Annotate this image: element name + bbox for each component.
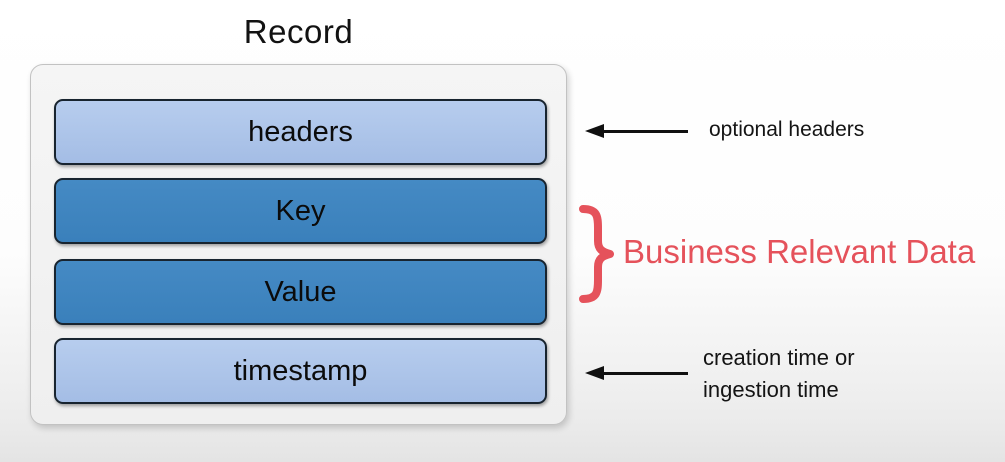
field-headers: headers (54, 99, 547, 165)
record-container: headers Key Value timestamp (30, 64, 567, 425)
field-key: Key (54, 178, 547, 244)
arrow-left-icon (585, 366, 604, 380)
page-title: Record (243, 13, 354, 50)
field-value: Value (54, 259, 547, 325)
arrow-line (604, 129, 688, 133)
timestamp-note-line2: ingestion time (703, 377, 839, 402)
arrow-left-icon (585, 124, 604, 138)
optional-headers-note: optional headers (709, 118, 865, 141)
business-relevant-data-label: Business Relevant Data (623, 233, 976, 270)
timestamp-annotation-arrow (585, 366, 688, 380)
timestamp-note-line1: creation time or (703, 345, 855, 370)
headers-annotation-arrow (585, 124, 688, 138)
arrow-line (604, 371, 688, 375)
timestamp-note: creation time or ingestion time (703, 342, 855, 406)
field-timestamp: timestamp (54, 338, 547, 404)
curly-brace-icon (577, 204, 619, 304)
